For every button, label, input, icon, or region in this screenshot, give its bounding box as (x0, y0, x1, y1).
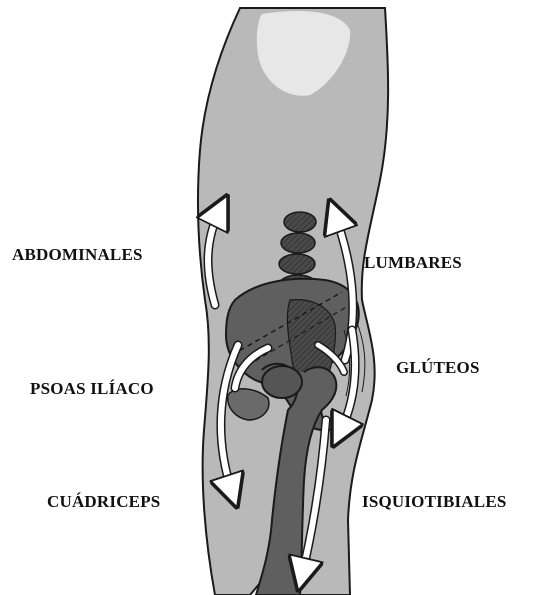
label-gluteos: GLÚTEOS (396, 359, 480, 376)
label-cuadriceps: CUÁDRICEPS (47, 493, 160, 510)
femoral-head (262, 366, 302, 398)
label-lumbares: LUMBARES (364, 254, 462, 271)
label-abdominales: ABDOMINALES (12, 246, 143, 263)
label-isquiotibiales: ISQUIOTIBIALES (362, 493, 507, 510)
label-psoas-iliaco: PSOAS ILÍACO (30, 380, 154, 397)
